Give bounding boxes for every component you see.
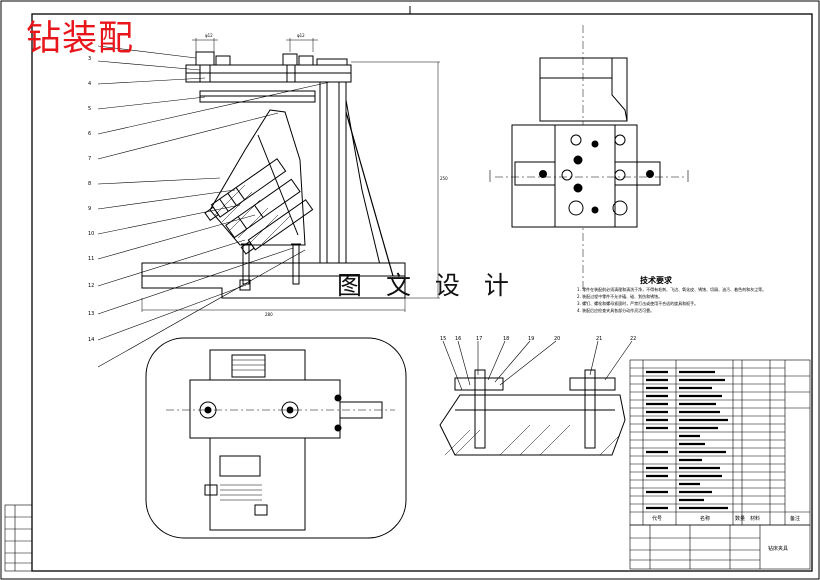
tech-requirement-3: 3. 螺钉、螺栓和螺母紧固时，严禁打击或使用不合适的旋具和扳手。 <box>577 301 699 306</box>
red-title: 钻装配 <box>26 19 135 59</box>
balloon-3: 3 <box>88 56 91 62</box>
balloon-18: 18 <box>503 336 509 342</box>
balloon-11: 11 <box>88 256 94 262</box>
balloon-8: 8 <box>88 181 91 187</box>
balloons-left: 3 4 5 6 7 8 9 10 11 12 13 14 <box>88 56 94 343</box>
svg-text:280: 280 <box>265 312 273 317</box>
bom-header-material: 材料 <box>750 515 760 522</box>
plan-view <box>145 337 407 539</box>
balloon-5: 5 <box>88 106 91 112</box>
watermark-title: 图 文 设 计 <box>337 271 517 300</box>
svg-text:250: 250 <box>440 176 448 181</box>
tech-requirement-2: 2. 装配过程中零件不允许磕、碰、划伤和锈蚀。 <box>577 294 663 299</box>
drawing-name: 钻床夹具 <box>768 545 788 552</box>
balloon-16: 16 <box>455 336 461 342</box>
front-view: φ12 φ12 250 280 <box>97 33 448 368</box>
balloon-14: 14 <box>88 337 94 343</box>
svg-text:φ12: φ12 <box>297 33 305 38</box>
balloon-9: 9 <box>88 206 91 212</box>
balloon-22: 22 <box>630 336 636 342</box>
balloon-20: 20 <box>554 336 560 342</box>
bom-header-row: 代号 名称 数量 材料 备注 <box>652 515 800 522</box>
balloon-4: 4 <box>88 81 91 87</box>
balloon-17: 17 <box>476 336 482 342</box>
balloon-10: 10 <box>88 231 94 237</box>
balloon-21: 21 <box>596 336 602 342</box>
balloon-13: 13 <box>88 311 94 317</box>
bom-header-code: 代号 <box>652 515 662 522</box>
tech-requirement-4: 4. 装配后应检查夹具各部分动作灵活可靠。 <box>577 308 655 313</box>
bom-header-qty: 数量 <box>735 515 745 522</box>
bom-header-name: 名称 <box>700 515 710 522</box>
svg-text:φ12: φ12 <box>205 33 213 38</box>
bom-header-remark: 备注 <box>790 515 800 522</box>
tech-requirements-title: 技术要求 <box>640 276 672 285</box>
inner-frame <box>31 13 813 572</box>
balloon-19: 19 <box>528 336 534 342</box>
bom-text-fill <box>646 370 728 510</box>
tech-requirement-1: 1. 零件在装配前必须清理和清洗干净，不得有毛刺、飞边、氧化皮、锈蚀、切屑、油污… <box>577 287 767 292</box>
side-view <box>489 25 689 290</box>
balloon-7: 7 <box>88 156 91 162</box>
balloon-6: 6 <box>88 131 91 137</box>
balloon-12: 12 <box>88 283 94 289</box>
balloons-section: 15 16 17 18 19 20 21 22 <box>440 336 636 342</box>
balloon-15: 15 <box>440 336 446 342</box>
bom-table <box>629 359 811 570</box>
revision-table <box>4 504 33 572</box>
section-view <box>439 340 633 456</box>
